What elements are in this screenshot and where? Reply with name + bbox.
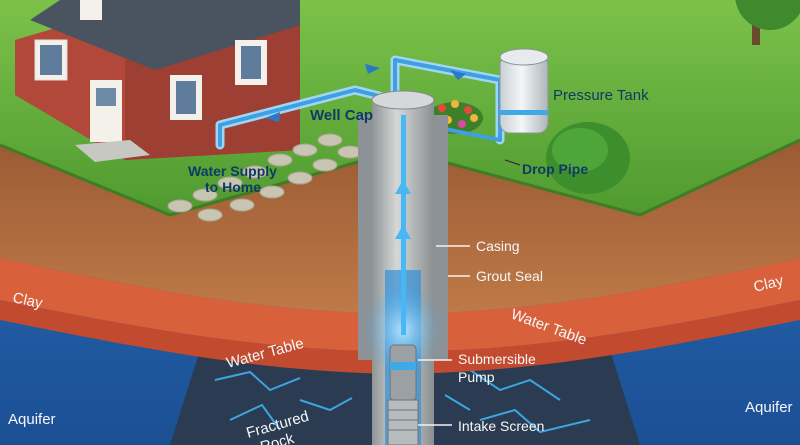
clay-layer bbox=[0, 258, 800, 352]
label-submersible-1: Submersible bbox=[458, 351, 536, 367]
rock-fractures bbox=[214, 369, 591, 434]
doorstep bbox=[75, 140, 150, 162]
well-cap bbox=[371, 90, 435, 110]
label-aquifer-left: Aquifer bbox=[8, 411, 56, 428]
label-water-supply-2: to Home bbox=[205, 179, 261, 195]
upflow-arrows bbox=[395, 180, 411, 239]
label-clay-left: Clay bbox=[11, 289, 44, 312]
label-clay-right: Clay bbox=[752, 272, 786, 296]
label-intake-screen: Intake Screen bbox=[458, 418, 544, 434]
leader-lines bbox=[418, 245, 470, 426]
submersible-pump bbox=[389, 344, 417, 401]
tree bbox=[735, 0, 800, 45]
label-pressure-tank: Pressure Tank bbox=[553, 87, 649, 104]
label-submersible-2: Pump bbox=[458, 369, 495, 385]
flow-arrows bbox=[265, 64, 466, 122]
intake-screen bbox=[387, 399, 419, 445]
label-casing: Casing bbox=[476, 238, 520, 254]
window bbox=[80, 0, 102, 20]
label-aquifer-right: Aquifer bbox=[745, 399, 793, 416]
pressure-tank bbox=[499, 48, 549, 134]
riser-pipe bbox=[401, 115, 406, 335]
house bbox=[15, 0, 300, 162]
label-grout-seal: Grout Seal bbox=[476, 268, 543, 284]
label-well-cap: Well Cap bbox=[310, 107, 373, 124]
label-water-supply-1: Water Supply bbox=[188, 163, 277, 179]
label-drop-pipe: Drop Pipe bbox=[522, 161, 588, 177]
water-table-band bbox=[0, 300, 800, 374]
